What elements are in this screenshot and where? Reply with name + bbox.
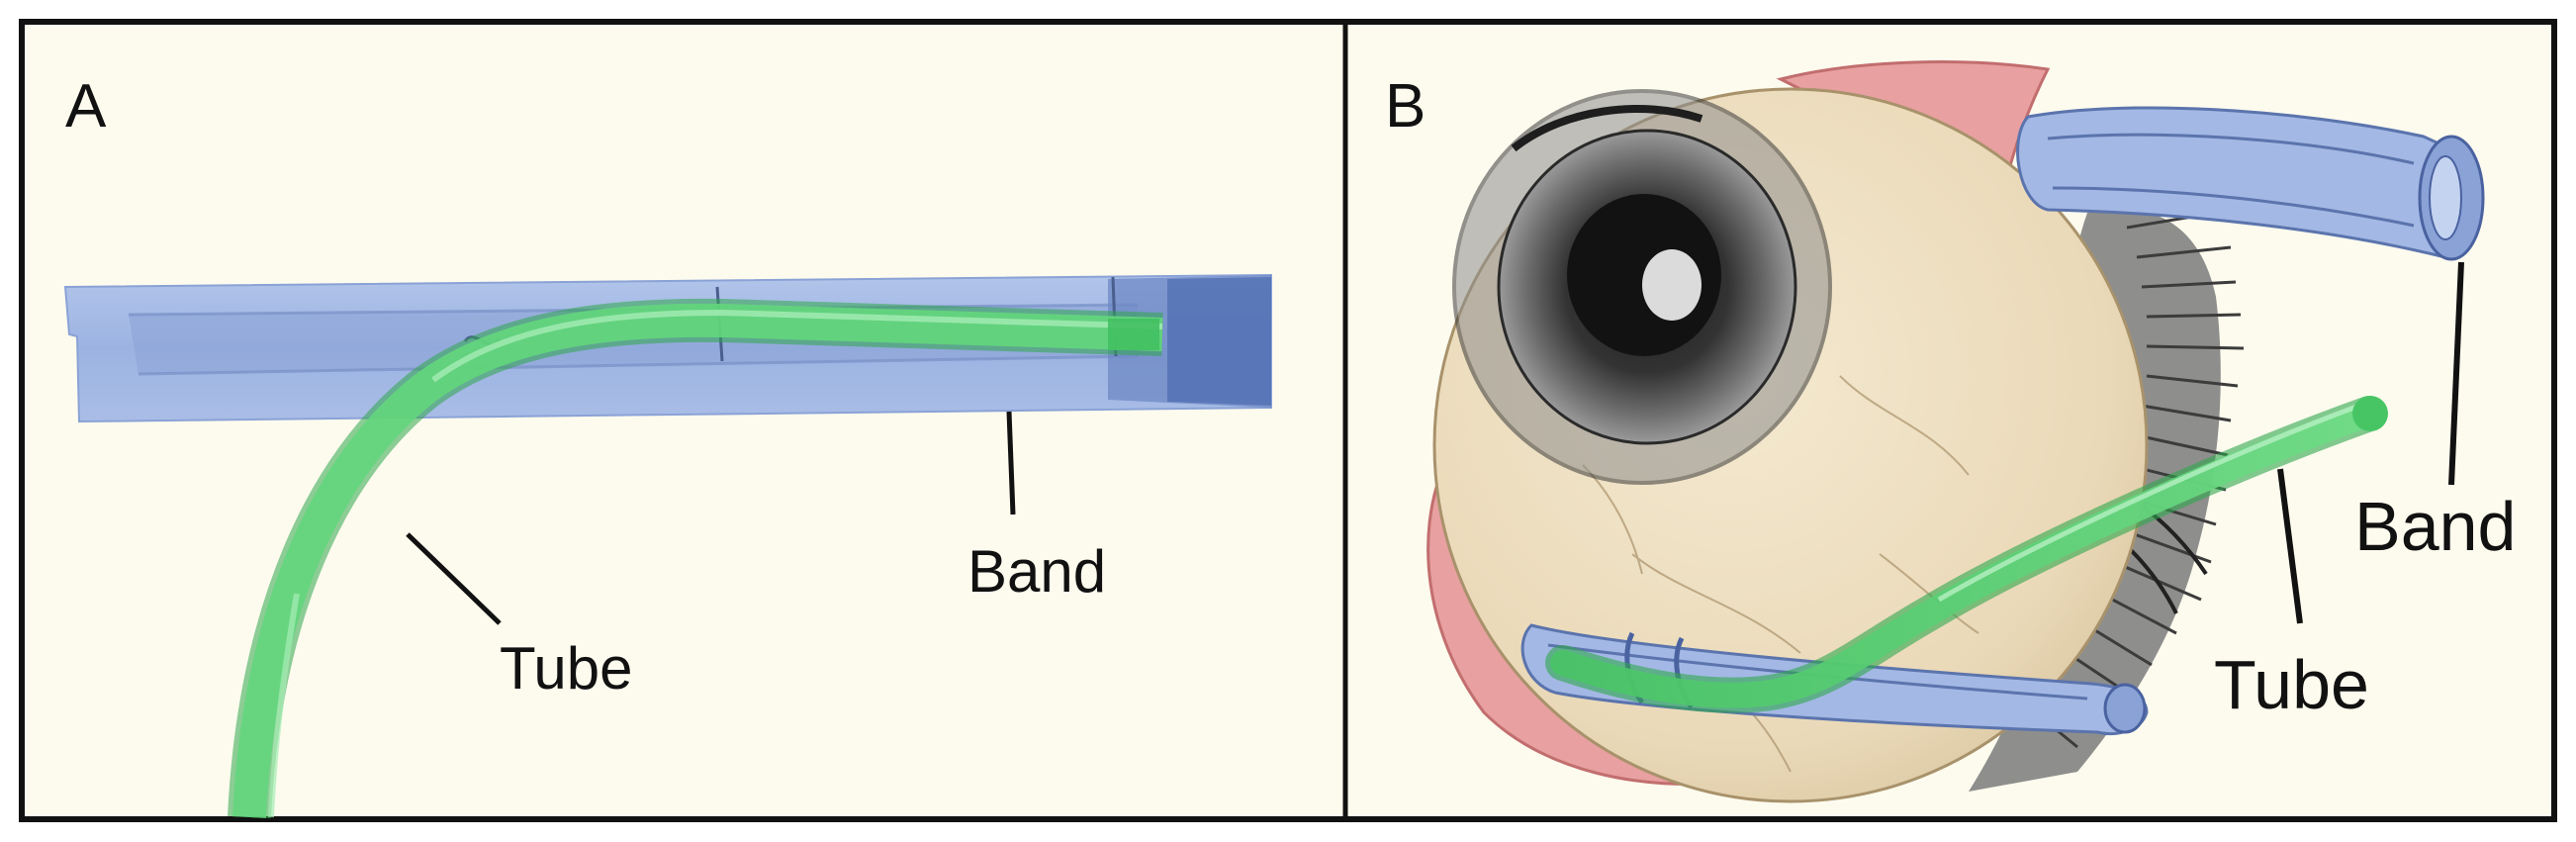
tube-a-label: Tube [500, 635, 633, 702]
band-a-label: Band [967, 538, 1106, 605]
tube-b-label: Tube [2214, 646, 2369, 723]
band-b-leader [2448, 261, 2464, 486]
tube-b [1545, 396, 2388, 713]
panel-a-letter: A [65, 72, 107, 140]
tube-b-leader [2277, 468, 2303, 624]
tube-a-leader [406, 532, 502, 625]
panel-b: B [1385, 60, 2516, 803]
cornea [1452, 89, 1832, 485]
figure-frame [19, 19, 2557, 822]
band-b-upper [2016, 106, 2485, 261]
band-b-label: Band [2354, 488, 2516, 565]
panel-a: A Band Tube [63, 72, 1272, 819]
band-a-leader [1006, 411, 1016, 515]
panel-b-letter: B [1385, 72, 1426, 140]
tube-a [228, 298, 1163, 819]
